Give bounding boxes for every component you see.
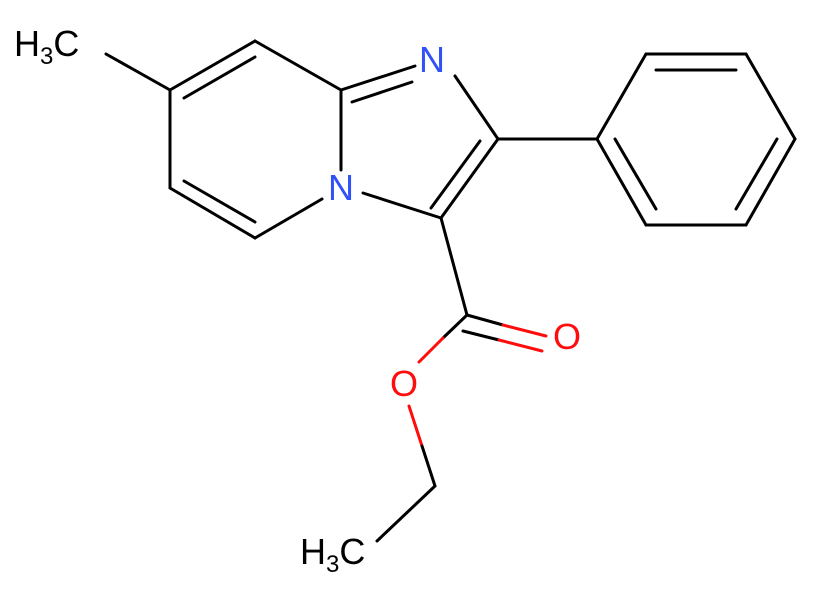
bond-methyl-c7 bbox=[104, 52, 172, 92]
bond-n1-c2 bbox=[453, 74, 500, 141]
bond-ccarb-o-double-b-red bbox=[497, 338, 544, 353]
methyl-label-bottom: H3C bbox=[300, 531, 365, 578]
oxygen-label-carbonyl: O bbox=[553, 316, 581, 357]
bond-ccarb-oester bbox=[441, 313, 469, 340]
nitrogen-label-imidazole: N bbox=[419, 39, 445, 80]
bond-oester-ch2-red bbox=[407, 404, 424, 448]
nitrogen-label-bridgehead: N bbox=[328, 167, 354, 208]
methyl-label-top: H3C bbox=[14, 23, 79, 70]
bond-ph6-ph1 bbox=[595, 137, 648, 227]
bond-ph1-ph2 bbox=[595, 52, 648, 141]
bond-ph4-ph5 bbox=[744, 137, 797, 227]
bond-c2-c3 bbox=[439, 137, 500, 220]
bond-ccarb-o-double-b bbox=[461, 329, 501, 342]
bond-c3-n4 bbox=[361, 191, 443, 220]
bond-c6-c5 bbox=[168, 186, 257, 240]
bond-c3-ccarb bbox=[439, 216, 469, 317]
bond-c6-c5-inner bbox=[182, 179, 257, 224]
bond-ph6-ph1-inner bbox=[613, 137, 658, 211]
bond-c7-c8 bbox=[168, 39, 257, 92]
bond-ccarb-o-double-a bbox=[465, 313, 505, 327]
atom-labels: H3C N N O O H3C bbox=[14, 23, 581, 578]
oxygen-label-ester: O bbox=[390, 363, 418, 404]
bond-ch2-ch3 bbox=[375, 484, 437, 543]
bond-c8-c8a bbox=[253, 39, 343, 92]
bond-ccarb-o-double-a-red bbox=[501, 323, 548, 338]
bond-c8a-n1-inner bbox=[350, 80, 414, 104]
bond-c2-c3-inner bbox=[429, 139, 482, 210]
bond-ccarb-oester-red bbox=[417, 336, 445, 364]
bond-oester-ch2 bbox=[420, 444, 437, 488]
bond-c8a-n1 bbox=[339, 64, 417, 92]
bond-ph3-ph4 bbox=[744, 52, 797, 141]
bond-ph4-ph5-inner bbox=[734, 137, 779, 211]
bond-c7-c8-inner bbox=[182, 55, 257, 100]
bond-c5-n4 bbox=[253, 197, 324, 240]
bonds bbox=[104, 39, 797, 543]
